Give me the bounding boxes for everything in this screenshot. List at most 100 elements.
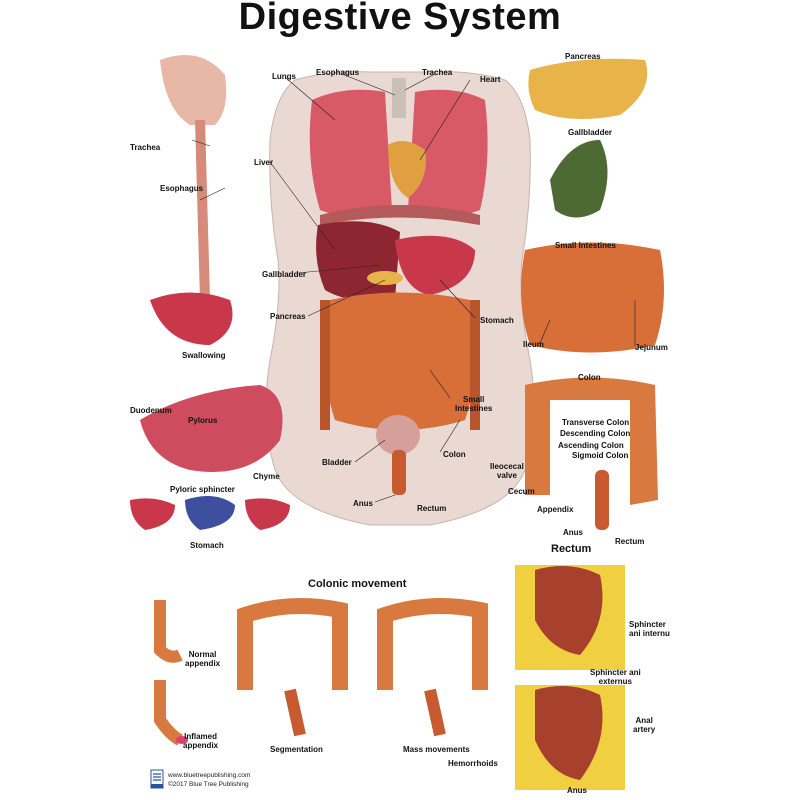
label-appendix: Appendix <box>537 505 574 514</box>
label-esophagus-left: Esophagus <box>160 184 204 193</box>
inflamed-appendix-shape <box>154 680 183 746</box>
swallowing-stomach-shape <box>150 292 233 345</box>
label-inflamed-appendix: Inflamed appendix <box>183 732 218 750</box>
mass-rectum-shape <box>424 688 446 737</box>
label-small-intestines-side: Small Intestines <box>555 241 616 250</box>
label-appendix-inflamed-text: appendix <box>183 741 219 750</box>
colon-side-shape <box>525 377 658 505</box>
label-hemorrhoids: Hemorrhoids <box>448 759 498 768</box>
stomach-small-3 <box>245 498 290 530</box>
right-lung <box>408 89 488 218</box>
label-pancreas-side: Pancreas <box>565 52 601 61</box>
label-anus-colon: Anus <box>563 528 583 537</box>
label-anal-text: Anal <box>635 716 653 725</box>
diaphragm <box>320 205 480 225</box>
label-pancreas-body: Pancreas <box>270 312 306 321</box>
label-sigmoid-colon: Sigmoid Colon <box>572 451 629 460</box>
stomach-small-1 <box>130 498 175 530</box>
label-normal-text: Normal <box>188 650 217 659</box>
inflamed-tip <box>176 736 188 744</box>
gallbladder-side-shape <box>550 140 608 218</box>
label-ascending-colon: Ascending Colon <box>558 441 624 450</box>
stomach-small-2 <box>185 496 235 530</box>
label-valve-text: valve <box>496 471 517 480</box>
label-artery-text: artery <box>633 725 656 734</box>
stomach-shape <box>395 235 475 295</box>
label-esophagus-top: Esophagus <box>316 68 360 77</box>
label-mass-movements: Mass movements <box>403 745 470 754</box>
label-lungs: Lungs <box>272 72 296 81</box>
label-colon-body: Colon <box>443 450 466 459</box>
label-gallbladder-side: Gallbladder <box>568 128 613 137</box>
footer-website: www.bluetreepublishing.com <box>168 772 251 779</box>
small-intestines-side-shape <box>521 242 664 353</box>
label-chyme: Chyme <box>253 472 280 481</box>
stomach-detail-shape <box>140 385 283 472</box>
label-pyloric-sphincter: Pyloric sphincter <box>170 485 235 494</box>
segmentation-colon-shape <box>237 598 348 690</box>
label-pylorus: Pylorus <box>188 416 218 425</box>
label-small-intestines-body: Small Intestines <box>455 395 492 413</box>
label-externus-text: externus <box>598 677 633 686</box>
label-rectum-title: Rectum <box>551 543 592 555</box>
anatomy-illustration <box>130 55 664 790</box>
colon-frame <box>320 300 480 430</box>
label-trachea-top: Trachea <box>422 68 453 77</box>
heart-shape <box>388 141 426 198</box>
label-heart: Heart <box>480 75 501 84</box>
digestive-system-poster: Digestive System <box>130 0 670 800</box>
head-profile-shape <box>160 55 227 125</box>
rectum-side-shape <box>595 470 609 530</box>
poster-title: Digestive System <box>238 0 562 38</box>
label-sphincter-text: Sphincter <box>629 620 666 629</box>
label-anal-artery: Anal artery <box>633 716 655 734</box>
rectum-shape <box>392 450 406 495</box>
label-rectum-body: Rectum <box>417 504 447 513</box>
label-sphincter-externus: Sphincter ani externus <box>590 668 641 686</box>
label-appendix-normal-text: appendix <box>185 659 221 668</box>
label-small-text: Small <box>463 395 485 404</box>
rectum-detail-bottom-inner <box>535 686 603 780</box>
label-cecum: Cecum <box>508 487 535 496</box>
label-intestines-text: Intestines <box>455 404 493 413</box>
leader-lines <box>191 73 636 503</box>
footer-copyright: ©2017 Blue Tree Publishing <box>168 781 249 788</box>
label-swallowing: Swallowing <box>182 351 226 360</box>
label-ileocecal-text: Ileocecal <box>490 462 524 471</box>
tree-logo-icon <box>150 769 164 789</box>
label-ileum: Ileum <box>523 340 544 349</box>
label-transverse-colon: Transverse Colon <box>562 418 630 427</box>
trachea-shape <box>392 78 406 118</box>
label-anus-body: Anus <box>353 499 373 508</box>
pancreas-side-shape <box>528 58 648 119</box>
esophagus-tube-shape <box>195 119 210 301</box>
label-sphincter-ani-text: Sphincter ani <box>590 668 641 677</box>
rectum-detail-top-inner <box>535 566 603 655</box>
label-rectum-colon: Rectum <box>615 537 645 546</box>
label-inflamed-text: Inflamed <box>184 732 218 741</box>
label-colon-title: Colon <box>578 373 601 382</box>
label-segmentation: Segmentation <box>270 745 323 754</box>
label-gallbladder-body: Gallbladder <box>262 270 307 279</box>
label-duodenum: Duodenum <box>130 406 172 415</box>
bladder-shape <box>376 415 420 455</box>
label-anus-rectum: Anus <box>567 786 587 795</box>
label-normal-appendix: Normal appendix <box>185 650 220 668</box>
label-stomach-caption: Stomach <box>190 541 224 550</box>
label-descending-colon: Descending Colon <box>560 429 631 438</box>
label-colonic-movement: Colonic movement <box>308 578 407 590</box>
label-bladder: Bladder <box>322 458 352 467</box>
label-stomach-body: Stomach <box>480 316 514 325</box>
small-intestines-shape <box>323 292 477 430</box>
left-lung <box>309 89 392 218</box>
publisher-logo <box>150 768 164 790</box>
pancreas-body-shape <box>367 271 403 285</box>
label-jejunum: Jejunum <box>635 343 668 352</box>
label-liver: Liver <box>254 158 274 167</box>
normal-appendix-shape <box>154 600 183 663</box>
mass-colon-shape <box>377 598 488 690</box>
label-trachea-left: Trachea <box>130 143 161 152</box>
label-sphincter-internus: Sphincter ani internus <box>629 620 670 638</box>
label-ileocecal-valve: Ileocecal valve <box>490 462 524 480</box>
liver-shape <box>316 221 400 302</box>
